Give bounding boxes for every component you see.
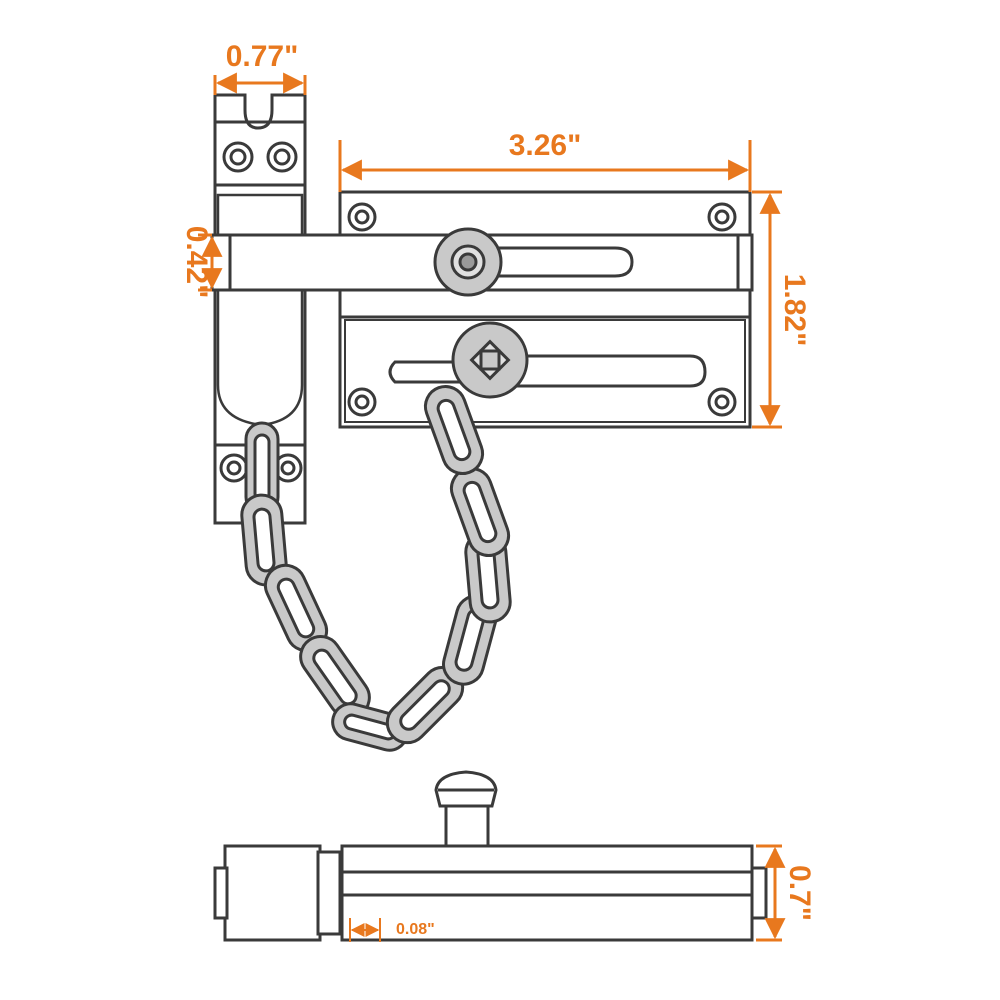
top-view <box>210 93 754 752</box>
label-plate-thickness: 0.08" <box>396 921 435 938</box>
label-bolt-plate-width: 3.26" <box>509 129 582 162</box>
sliding-bolt <box>210 227 754 297</box>
chain-link <box>385 665 465 745</box>
bolt-plate <box>338 190 752 429</box>
label-side-thickness: 0.7" <box>783 865 816 921</box>
chain-link <box>423 385 485 475</box>
side-view <box>213 770 768 942</box>
dimension-labels: 0.77" 3.26" 0.42" 1.82" 0.7" 0.08" <box>180 40 816 938</box>
chain-anchor-knob <box>451 321 529 399</box>
chain-link <box>464 530 512 624</box>
side-bolt-plate <box>340 844 768 942</box>
side-knob <box>434 770 498 848</box>
chain <box>240 385 512 752</box>
chain-link <box>449 467 511 557</box>
chain-link <box>240 493 288 587</box>
chain-link <box>299 635 371 719</box>
dimension-lines <box>198 72 786 942</box>
label-bolt-height: 0.42" <box>180 226 213 299</box>
side-guard-plate <box>213 844 342 942</box>
label-bolt-plate-height: 1.82" <box>778 274 811 347</box>
label-guard-plate-width: 0.77" <box>226 40 299 73</box>
